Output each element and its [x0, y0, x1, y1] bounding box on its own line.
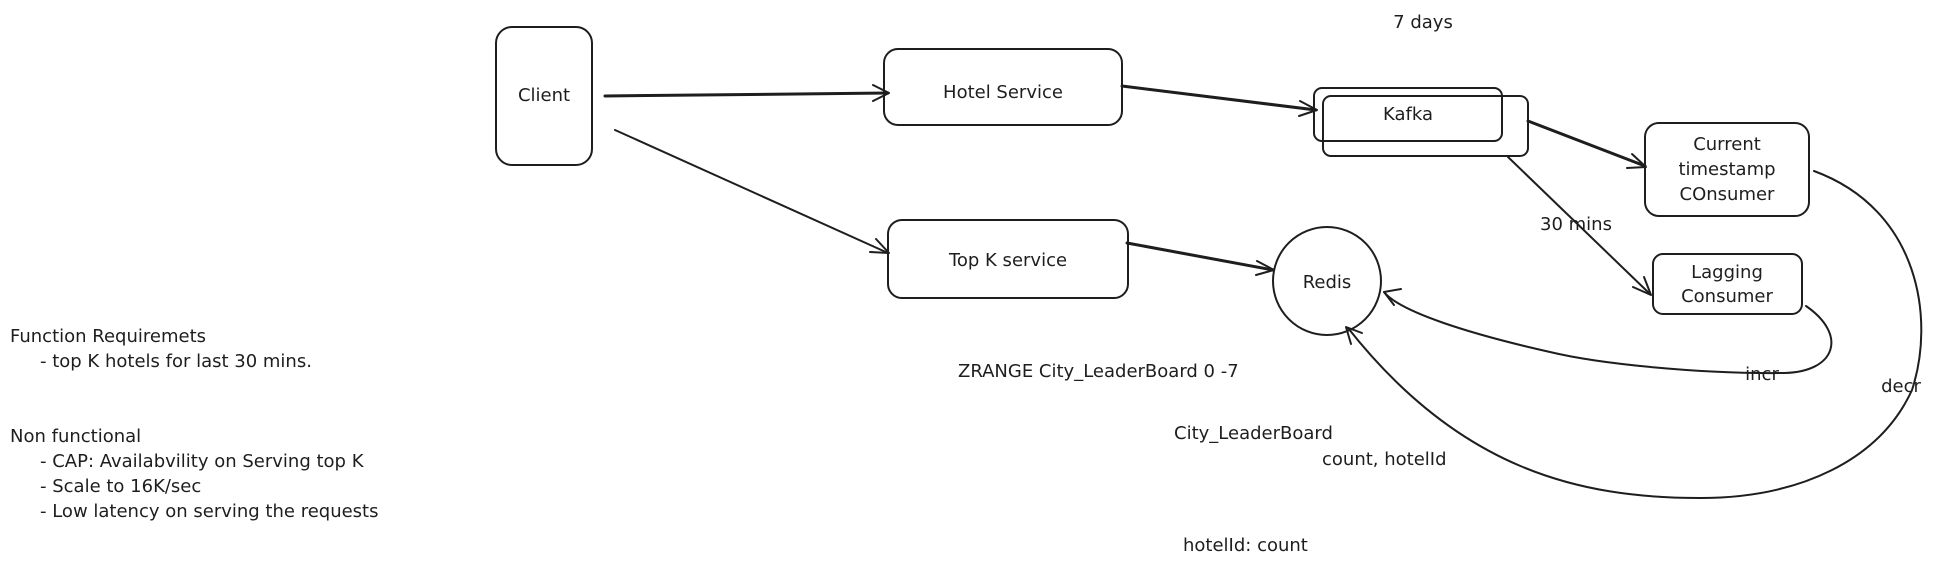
- lagging-consumer-line-2: Consumer: [1681, 286, 1773, 307]
- kafka-label: Kafka: [1383, 104, 1433, 125]
- current-consumer-line-1: Current: [1693, 134, 1761, 155]
- edge-lagging-consumer-to-redis-incr: [1383, 288, 1833, 375]
- redis-node[interactable]: Redis: [1272, 226, 1382, 336]
- lag-label: 30 mins: [1540, 214, 1612, 235]
- edge-current-consumer-to-redis-decr: [1345, 170, 1923, 499]
- decr-label: decr: [1881, 376, 1921, 397]
- kafka-node[interactable]: Kafka: [1313, 87, 1529, 157]
- functional-requirement-item: - top K hotels for last 30 mins.: [40, 351, 312, 372]
- edge-kafka-to-current-consumer: [1526, 119, 1647, 169]
- edge-client-to-top-k-service: [614, 129, 890, 254]
- current-consumer-line-3: COnsumer: [1680, 184, 1776, 205]
- hash-entry-note: hotelId: count: [1183, 535, 1308, 556]
- top-k-service-node[interactable]: Top K service: [887, 219, 1129, 299]
- non-functional-requirements-title: Non functional: [10, 426, 141, 447]
- leaderboard-key-note: City_LeaderBoard: [1174, 423, 1333, 444]
- zrange-command-note: ZRANGE City_LeaderBoard 0 -7: [958, 361, 1239, 382]
- functional-requirements-title: Function Requiremets: [10, 326, 206, 347]
- non-functional-requirement-item: - Low latency on serving the requests: [40, 501, 379, 522]
- hotel-service-label: Hotel Service: [943, 82, 1063, 103]
- top-k-service-label: Top K service: [948, 250, 1067, 271]
- lagging-consumer-node[interactable]: Lagging Consumer: [1652, 253, 1803, 315]
- edge-kafka-to-lagging-consumer: [1507, 156, 1652, 296]
- edge-top-k-service-to-redis: [1125, 241, 1275, 276]
- non-functional-requirement-item: - CAP: Availabvility on Serving top K: [40, 451, 365, 472]
- hotel-service-node[interactable]: Hotel Service: [883, 48, 1123, 126]
- client-label: Client: [518, 85, 570, 106]
- edge-client-to-hotel-service: [603, 84, 890, 102]
- current-consumer-line-2: timestamp: [1678, 159, 1775, 180]
- incr-label: incr: [1745, 364, 1779, 385]
- client-node[interactable]: Client: [495, 26, 593, 166]
- requirements-notes: Function Requiremets - top K hotels for …: [10, 326, 379, 522]
- edge-hotel-service-to-kafka: [1120, 84, 1318, 117]
- retention-label: 7 days: [1393, 12, 1453, 33]
- lagging-consumer-line-1: Lagging: [1691, 262, 1763, 283]
- non-functional-requirement-item: - Scale to 16K/sec: [40, 476, 201, 497]
- current-consumer-node[interactable]: Current timestamp COnsumer: [1644, 122, 1810, 217]
- redis-label: Redis: [1303, 272, 1352, 293]
- leaderboard-value-note: count, hotelId: [1322, 449, 1447, 470]
